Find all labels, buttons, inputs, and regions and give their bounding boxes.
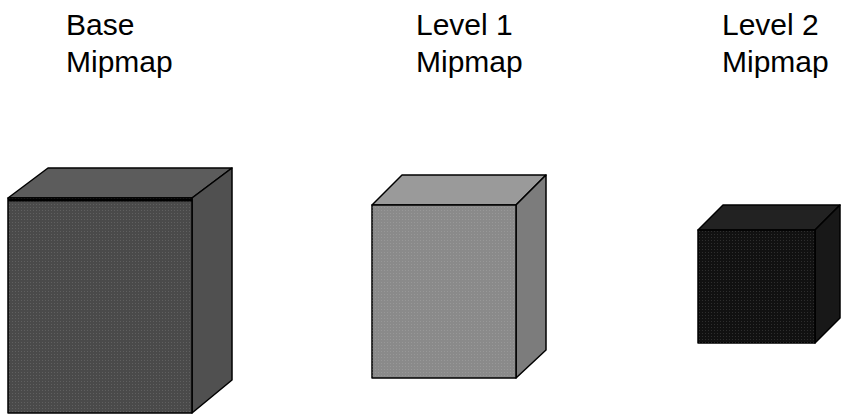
base-cube <box>8 168 232 413</box>
mipmap-label: Level 2 Mipmap <box>722 6 844 80</box>
mipmap-label: Level 1 Mipmap <box>416 6 538 80</box>
level1-cube <box>372 175 546 378</box>
mipmap-label: Base Mipmap <box>66 6 188 80</box>
level2-cube <box>698 205 840 343</box>
